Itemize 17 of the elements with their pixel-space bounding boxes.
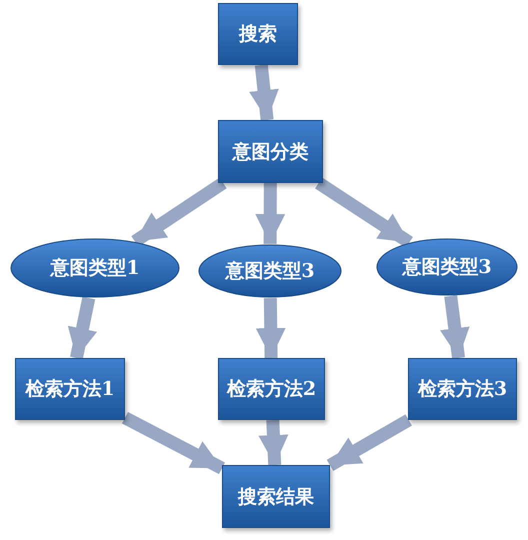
ellipse-node: 意图类型3 bbox=[376, 238, 518, 296]
arrow bbox=[249, 64, 279, 121]
arrow bbox=[68, 296, 98, 360]
process-box: 检索方法1 bbox=[15, 358, 125, 420]
ellipse-node: 意图类型1 bbox=[10, 238, 180, 298]
arrow bbox=[440, 295, 470, 359]
process-box: 检索方法2 bbox=[218, 358, 325, 420]
arrow bbox=[255, 182, 286, 244]
ellipse-node: 意图类型3 bbox=[198, 244, 342, 298]
arrow bbox=[315, 178, 413, 248]
process-box: 搜索 bbox=[218, 3, 298, 65]
arrow bbox=[258, 420, 288, 466]
process-box: 搜索结果 bbox=[222, 465, 330, 528]
process-box: 意图分类 bbox=[218, 120, 323, 183]
process-box: 检索方法3 bbox=[408, 358, 517, 420]
arrow bbox=[326, 414, 412, 471]
arrow bbox=[256, 298, 286, 358]
